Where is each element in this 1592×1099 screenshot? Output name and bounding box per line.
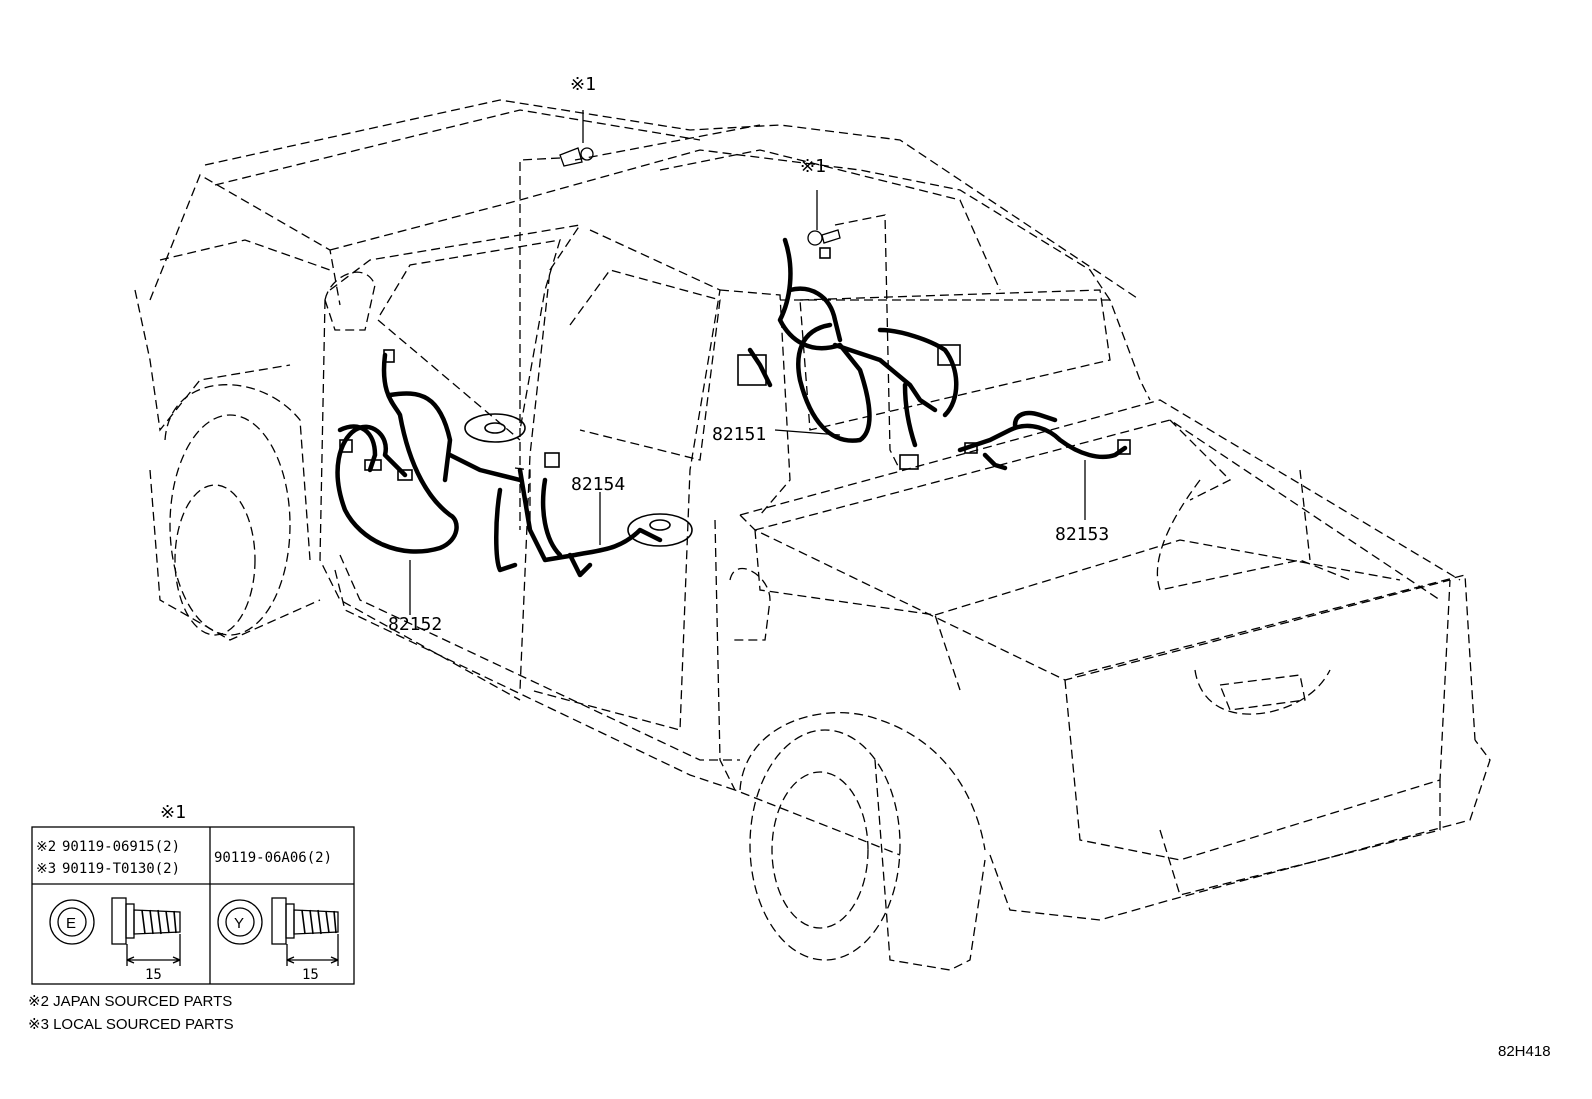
part-label-82154: 82154 [571, 474, 625, 495]
legend-part-japan: 90119-06915(2) [62, 839, 180, 855]
bolt-legend-table: ※1 ※2 90119-06915(2) ※3 90119-T0130(2) 9… [31, 802, 355, 985]
bolt-mid-ref: ※1 [800, 156, 826, 177]
bolt-leader-lines [514, 124, 901, 530]
note-japan-sourced: ※2 JAPAN SOURCED PARTS [28, 993, 232, 1010]
legend-part-local: 90119-T0130(2) [62, 861, 180, 877]
harness-82154 [464, 413, 693, 578]
legend-mark-japan: ※2 [36, 839, 56, 855]
legend-ref: ※1 [160, 802, 186, 823]
harness-82151 [737, 237, 961, 470]
harness-82152 [335, 349, 523, 554]
legend-mark-local: ※3 [36, 861, 56, 877]
bolt-top-ref: ※1 [570, 74, 596, 95]
bolt-e-drawing: E 15 [49, 897, 181, 983]
callout-leaders [409, 429, 1086, 615]
bolt-y-head-letter: Y [234, 915, 244, 932]
part-label-82153: 82153 [1055, 524, 1109, 545]
part-label-82152: 82152 [388, 614, 442, 635]
harness-82153 [957, 410, 1131, 471]
bolt-mid [807, 190, 841, 246]
part-label-82151: 82151 [712, 424, 766, 445]
bolt-y-drawing: Y 15 [217, 897, 339, 983]
truck-outline [134, 99, 1491, 971]
bolt-e-head-letter: E [66, 915, 76, 932]
legend-part-right: 90119-06A06(2) [214, 850, 332, 866]
note-local-sourced: ※3 LOCAL SOURCED PARTS [28, 1016, 234, 1033]
drawing-code: 82H418 [1498, 1043, 1551, 1060]
bolt-y-dimension: 15 [302, 967, 319, 983]
bolt-e-dimension: 15 [145, 967, 162, 983]
bolt-top [559, 110, 594, 167]
